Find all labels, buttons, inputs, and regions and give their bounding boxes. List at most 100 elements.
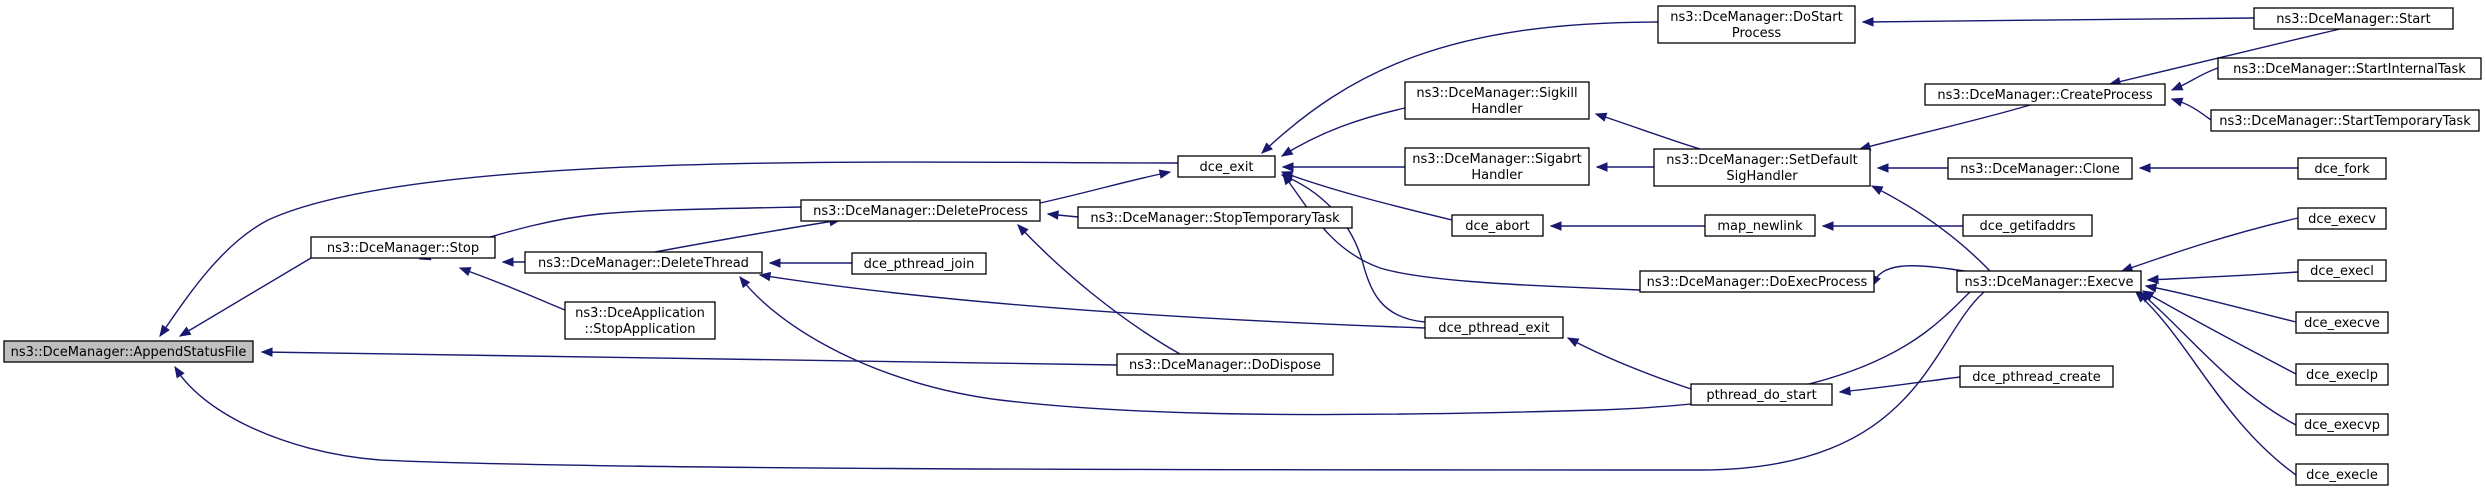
node-dce_execle[interactable]: dce_execle: [2295, 463, 2389, 486]
node-dce_pthread_create[interactable]: dce_pthread_create: [1959, 365, 2114, 388]
node-box[interactable]: [1077, 206, 1353, 229]
arrow-head-icon: [1280, 146, 1294, 157]
node-box[interactable]: [1404, 147, 1590, 186]
node-box[interactable]: [1962, 214, 2093, 237]
node-append[interactable]: ns3::DceManager::AppendStatusFile: [3, 340, 254, 363]
node-starttemporary[interactable]: ns3::DceManager::StartTemporaryTask: [2210, 109, 2480, 132]
node-execve[interactable]: ns3::DceManager::Execve: [1956, 270, 2142, 293]
node-createprocess[interactable]: ns3::DceManager::CreateProcess: [1924, 83, 2166, 106]
node-box[interactable]: [2295, 311, 2389, 334]
node-box[interactable]: [310, 236, 496, 259]
node-box[interactable]: [1424, 316, 1564, 339]
arrow-head-icon: [2146, 274, 2159, 285]
node-map_newlink[interactable]: map_newlink: [1704, 214, 1816, 237]
node-box[interactable]: [800, 199, 1041, 222]
node-box[interactable]: [1947, 157, 2133, 180]
node-box[interactable]: [1116, 353, 1334, 376]
edge-line: [1567, 337, 1692, 390]
node-box[interactable]: [2295, 463, 2389, 486]
node-box[interactable]: [2297, 259, 2387, 282]
edge-deletethread-to-stop: [501, 257, 525, 267]
edge-line: [1839, 376, 1961, 393]
node-box[interactable]: [2297, 207, 2387, 230]
arrow-head-icon: [1594, 112, 1608, 122]
node-dce_execlp[interactable]: dce_execlp: [2295, 363, 2389, 386]
node-box[interactable]: [2297, 157, 2387, 180]
node-label: dce_pthread_exit: [1438, 321, 1549, 336]
node-dce_execve[interactable]: dce_execve: [2295, 311, 2389, 334]
node-dodispose[interactable]: ns3::DceManager::DoDispose: [1116, 353, 1334, 376]
edge-line: [459, 267, 566, 311]
edge-line: [1039, 171, 1171, 204]
node-label: ns3::DceManager::AppendStatusFile: [11, 345, 247, 360]
node-box[interactable]: [2295, 413, 2389, 436]
edge-dce_getifaddrs-to-map_newlink: [1821, 221, 1963, 231]
node-label: ns3::DceManager::DoExecProcess: [1647, 275, 1868, 290]
node-box[interactable]: [1653, 148, 1871, 187]
node-box[interactable]: [2217, 57, 2482, 80]
node-label: ns3::DceManager::DeleteThread: [538, 256, 749, 271]
node-box[interactable]: [1451, 214, 1544, 237]
node-doexec[interactable]: ns3::DceManager::DoExecProcess: [1639, 270, 1875, 293]
node-dce_execl[interactable]: dce_execl: [2297, 259, 2387, 282]
node-dce_abort[interactable]: dce_abort: [1451, 214, 1544, 237]
node-startinternal[interactable]: ns3::DceManager::StartInternalTask: [2217, 57, 2482, 80]
node-box[interactable]: [2253, 7, 2454, 30]
node-start[interactable]: ns3::DceManager::Start: [2253, 7, 2454, 30]
edge-dce_execl-to-execve: [2146, 271, 2299, 285]
node-box[interactable]: [851, 252, 987, 275]
node-dce_execvp[interactable]: dce_execvp: [2295, 413, 2389, 436]
node-box[interactable]: [1639, 270, 1875, 293]
node-stop[interactable]: ns3::DceManager::Stop: [310, 236, 496, 259]
node-dce_pthread_join[interactable]: dce_pthread_join: [851, 252, 987, 275]
node-label: dce_exit: [1199, 160, 1253, 175]
node-box[interactable]: [2295, 363, 2389, 386]
node-stoptemp[interactable]: ns3::DceManager::StopTemporaryTask: [1077, 206, 1353, 229]
node-box[interactable]: [1404, 81, 1590, 120]
node-dce_exit[interactable]: dce_exit: [1177, 155, 1276, 178]
node-dce_execv[interactable]: dce_execv: [2297, 207, 2387, 230]
node-box[interactable]: [564, 301, 716, 340]
node-stopapp[interactable]: ns3::DceApplication::StopApplication: [564, 301, 716, 340]
arrow-head-icon: [1838, 386, 1851, 396]
edge-dce_pthread_exit-to-deletethread: [758, 271, 1426, 329]
edge-line: [2121, 217, 2299, 272]
edge-line: [261, 351, 1118, 366]
node-box[interactable]: [1924, 83, 2166, 106]
edge-dce_execle-to-execve: [2135, 291, 2297, 476]
node-label: dce_execv: [2308, 212, 2376, 227]
node-deleteprocess[interactable]: ns3::DceManager::DeleteProcess: [800, 199, 1041, 222]
node-label: ns3::DceManager::DoStart: [1670, 10, 1842, 25]
arrow-head-icon: [2170, 81, 2184, 91]
node-dce_pthread_exit[interactable]: dce_pthread_exit: [1424, 316, 1564, 339]
node-box[interactable]: [1704, 214, 1816, 237]
node-pthread_do_start[interactable]: pthread_do_start: [1690, 383, 1833, 406]
edge-deleteprocess-to-dce_exit: [1039, 169, 1172, 204]
edge-line: [2139, 291, 2297, 426]
arrow-head-icon: [458, 267, 472, 277]
edge-starttemporary-to-createprocess: [2170, 97, 2212, 121]
node-deletethread[interactable]: ns3::DceManager::DeleteThread: [524, 251, 763, 274]
node-box[interactable]: [1657, 5, 1856, 44]
node-box[interactable]: [3, 340, 254, 363]
arrow-head-icon: [2138, 163, 2151, 173]
node-box[interactable]: [1177, 155, 1276, 178]
node-dce_fork[interactable]: dce_fork: [2297, 157, 2387, 180]
node-box[interactable]: [524, 251, 763, 274]
edge-startinternal-to-createprocess: [2170, 67, 2219, 91]
node-box[interactable]: [1959, 365, 2114, 388]
arrow-head-icon: [1281, 162, 1294, 172]
node-box[interactable]: [2210, 109, 2480, 132]
node-box[interactable]: [1956, 270, 2142, 293]
node-dce_getifaddrs[interactable]: dce_getifaddrs: [1962, 214, 2093, 237]
node-clone[interactable]: ns3::DceManager::Clone: [1947, 157, 2133, 180]
node-label: SigHandler: [1726, 169, 1798, 184]
node-label: dce_execl: [2310, 264, 2374, 279]
arrow-head-icon: [1861, 17, 1874, 27]
node-box[interactable]: [1690, 383, 1833, 406]
node-label: map_newlink: [1717, 219, 1803, 234]
